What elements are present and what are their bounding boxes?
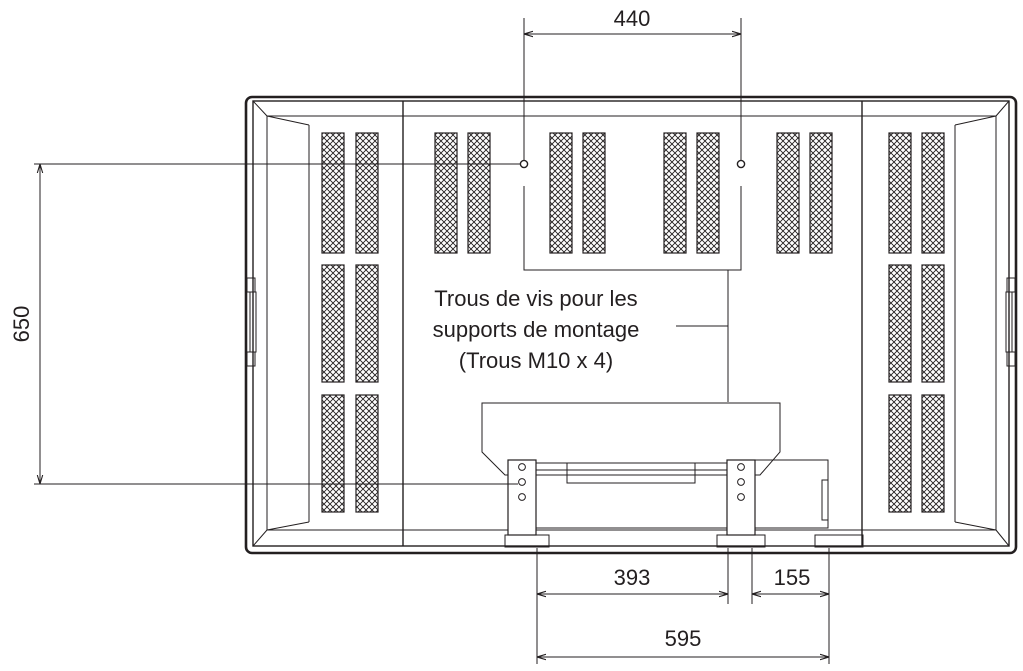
vent-grille: [355, 264, 379, 383]
stand-hole: [737, 493, 745, 501]
vent-grille: [888, 264, 912, 383]
stand-hole: [518, 478, 526, 486]
vent-grille: [321, 132, 345, 254]
vent-grille: [776, 132, 800, 254]
vent-grille: [355, 132, 379, 254]
mounting-area: [519, 159, 746, 402]
stand-hole: [518, 493, 526, 501]
display-rear-panel: [244, 95, 1018, 555]
vent-grille: [663, 132, 687, 254]
stand-hole: [737, 463, 745, 471]
left-handle: [246, 277, 257, 367]
dimension-650: 650: [9, 163, 520, 485]
dimension-label-595: 595: [665, 626, 702, 651]
dimension-label-440: 440: [614, 6, 651, 31]
dimension-440: 440: [523, 6, 742, 160]
dimension-393: 393: [536, 548, 729, 664]
right-handle: [1005, 277, 1016, 367]
vent-grille: [355, 394, 379, 513]
vent-grille: [582, 132, 606, 254]
dimension-label-393: 393: [614, 565, 651, 590]
vent-grille: [696, 132, 720, 254]
stand-mount: [481, 402, 864, 548]
dimension-label-155: 155: [774, 565, 811, 590]
mounting-hole-callout: Trous de vis pour les supports de montag…: [404, 282, 728, 380]
vent-grille: [921, 264, 945, 383]
dimension-595: 595: [537, 626, 829, 657]
stand-hole: [737, 478, 745, 486]
vent-grille: [467, 132, 491, 254]
callout-line-3: (Trous M10 x 4): [459, 348, 613, 373]
vent-grille: [921, 394, 945, 513]
vent-grille: [888, 394, 912, 513]
vent-grille: [549, 132, 573, 254]
callout-line-2: supports de montage: [433, 317, 640, 342]
vent-grille: [809, 132, 833, 254]
vent-grille: [434, 132, 458, 254]
dimension-label-650: 650: [9, 306, 34, 343]
vent-grille: [888, 132, 912, 254]
callout-line-1: Trous de vis pour les: [434, 286, 637, 311]
vent-grille: [321, 264, 345, 383]
vent-grilles: [321, 132, 945, 513]
vent-grille: [921, 132, 945, 254]
stand-hole: [518, 463, 526, 471]
vent-grille: [321, 394, 345, 513]
mounting-hole-top-right: [736, 159, 746, 169]
mounting-hole-top-left: [519, 159, 529, 169]
dimension-155: 155: [751, 548, 830, 664]
